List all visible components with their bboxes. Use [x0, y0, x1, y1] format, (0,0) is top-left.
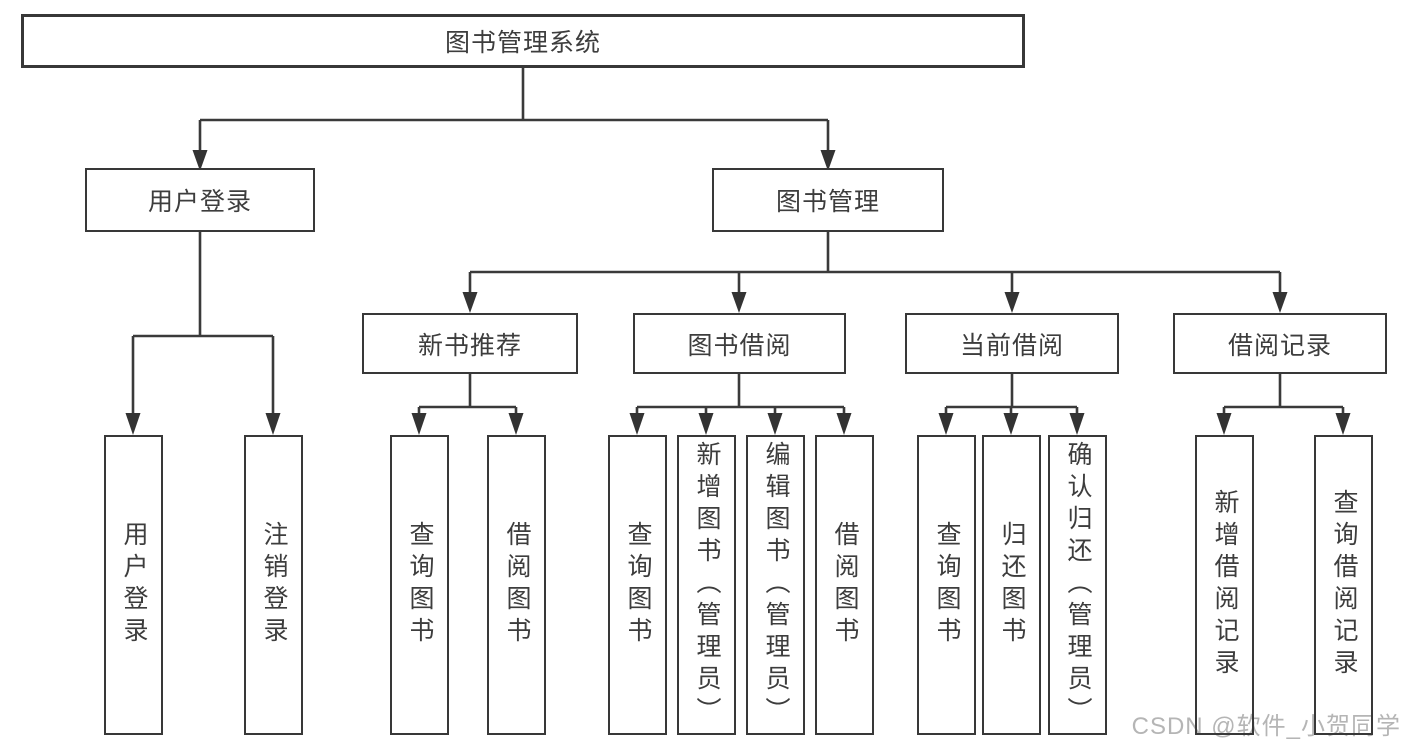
leaf-confirm-return-admin-label: 确认归还（管理员）	[1064, 441, 1092, 729]
leaf-return-books-label: 归还图书	[998, 521, 1026, 649]
leaf-add-borrow-record-label: 新增借阅记录	[1211, 489, 1239, 681]
leaf-query-borrow-record: 查询借阅记录	[1314, 435, 1373, 735]
leaf-query-borrow-record-label: 查询借阅记录	[1330, 489, 1358, 681]
connector-currentborrow-to-leaves	[944, 374, 1079, 414]
leaf-query-books-2-label: 查询图书	[624, 521, 652, 649]
arrowheads-level3	[462, 292, 1288, 313]
connector-bookborrow-to-leaves	[635, 374, 846, 414]
leaf-logout: 注销登录	[244, 435, 303, 735]
leaf-edit-books-admin: 编辑图书（管理员）	[746, 435, 805, 735]
leaf-query-books-3: 查询图书	[917, 435, 976, 735]
connector-userlogin-to-leaves	[131, 232, 275, 414]
leaf-borrow-books-1: 借阅图书	[487, 435, 546, 735]
leaf-edit-books-admin-label: 编辑图书（管理员）	[762, 441, 790, 729]
connector-borrowrecords-to-leaves	[1222, 374, 1345, 414]
node-root: 图书管理系统	[21, 14, 1025, 68]
leaf-add-borrow-record: 新增借阅记录	[1195, 435, 1254, 735]
leaf-logout-label: 注销登录	[260, 521, 288, 649]
leaf-add-books-admin: 新增图书（管理员）	[677, 435, 736, 735]
node-root-label: 图书管理系统	[444, 29, 601, 57]
node-current-borrowing-label: 当前借阅	[959, 331, 1064, 360]
csdn-watermark: CSDN @软件_小贺同学	[1131, 713, 1401, 740]
node-book-management: 图书管理	[712, 168, 944, 232]
leaf-add-books-admin-label: 新增图书（管理员）	[693, 441, 721, 729]
leaf-user-login-label: 用户登录	[120, 521, 148, 649]
leaf-query-books-1: 查询图书	[390, 435, 449, 735]
node-user-login-label: 用户登录	[147, 188, 252, 216]
leaf-borrow-books-1-label: 借阅图书	[503, 521, 531, 649]
leaf-query-books-1-label: 查询图书	[406, 521, 434, 649]
connector-newbookrec-to-leaves	[417, 374, 518, 414]
node-borrowing-records-label: 借阅记录	[1227, 331, 1332, 360]
node-borrowing-records: 借阅记录	[1173, 313, 1387, 374]
leaf-confirm-return-admin: 确认归还（管理员）	[1048, 435, 1107, 735]
leaf-user-login: 用户登录	[104, 435, 163, 735]
arrowheads-leaves	[125, 413, 1351, 435]
node-book-borrowing: 图书借阅	[633, 313, 846, 374]
node-book-borrowing-label: 图书借阅	[687, 331, 792, 360]
node-book-management-label: 图书管理	[775, 188, 880, 216]
connector-root-to-level2	[198, 68, 830, 152]
leaf-borrow-books-2-label: 借阅图书	[831, 521, 859, 649]
leaf-query-books-3-label: 查询图书	[933, 521, 961, 649]
node-new-book-recommendation-label: 新书推荐	[417, 331, 522, 360]
node-new-book-recommendation: 新书推荐	[362, 313, 578, 374]
node-current-borrowing: 当前借阅	[905, 313, 1119, 374]
leaf-query-books-2: 查询图书	[608, 435, 667, 735]
connector-bookmgmt-to-level3	[468, 232, 1282, 293]
arrowheads-level2	[192, 150, 836, 171]
node-user-login: 用户登录	[85, 168, 315, 232]
leaf-return-books: 归还图书	[982, 435, 1041, 735]
leaf-borrow-books-2: 借阅图书	[815, 435, 874, 735]
